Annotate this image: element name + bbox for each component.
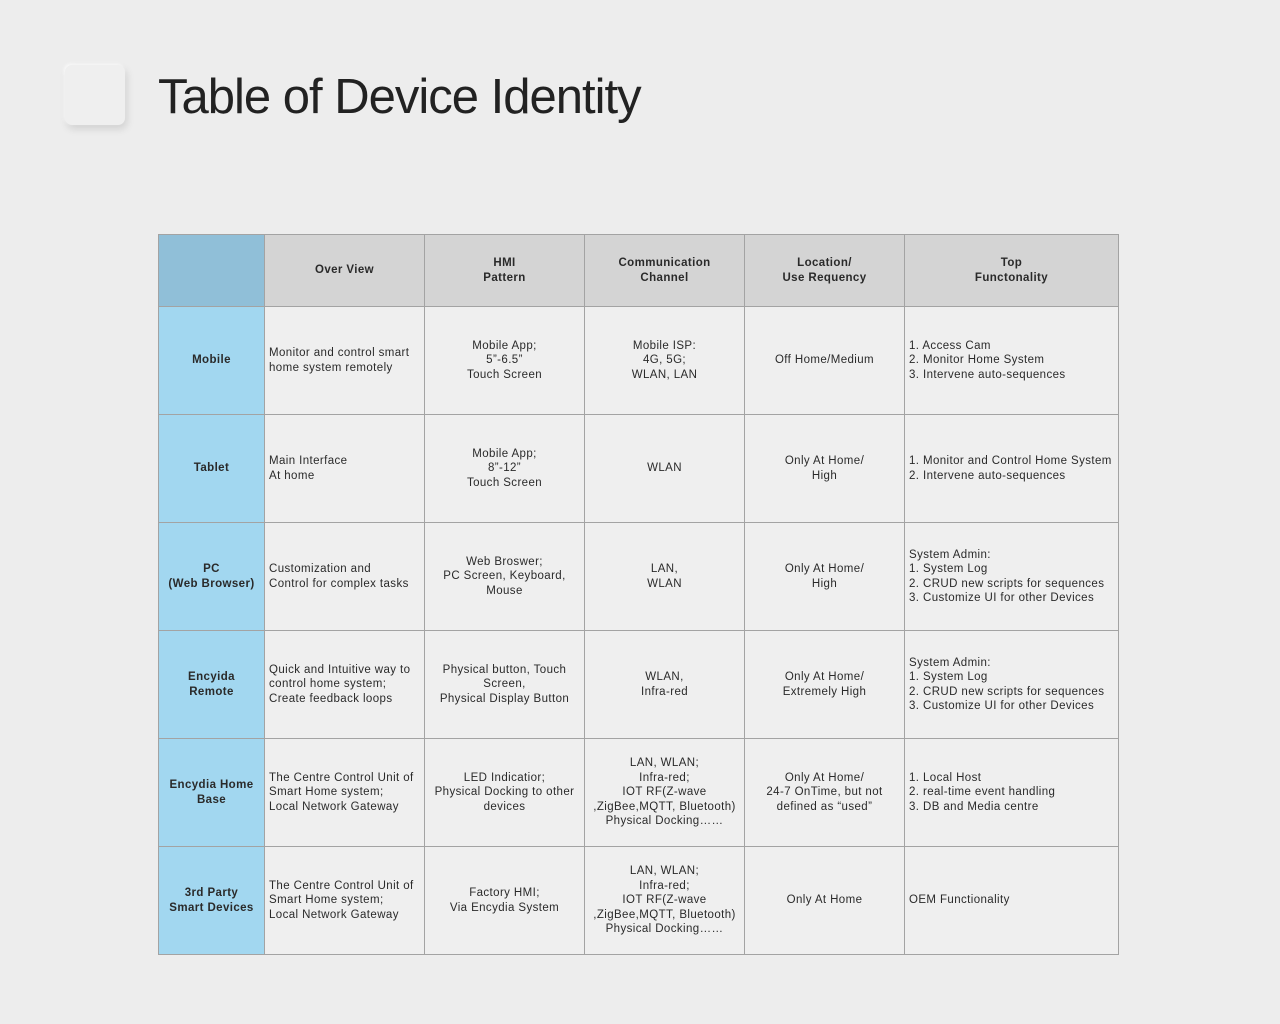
hmi-cell: Web Broswer; PC Screen, Keyboard, Mouse <box>424 522 585 631</box>
channel-cell: WLAN, Infra-red <box>584 630 745 739</box>
table-row: 3rd Party Smart Devices The Centre Contr… <box>158 846 1119 955</box>
header-hmi-pattern: HMI Pattern <box>424 234 585 307</box>
location-cell: Only At Home/ 24-7 OnTime, but not defin… <box>744 738 905 847</box>
channel-cell: LAN, WLAN; Infra-red; IOT RF(Z-wave ,Zig… <box>584 738 745 847</box>
functionality-cell: System Admin: 1. System Log 2. CRUD new … <box>904 630 1119 739</box>
functionality-cell: System Admin: 1. System Log 2. CRUD new … <box>904 522 1119 631</box>
location-cell: Only At Home/ Extremely High <box>744 630 905 739</box>
location-cell: Only At Home/ High <box>744 522 905 631</box>
device-identity-table: Over View HMI Pattern Communication Chan… <box>158 234 1119 955</box>
overview-cell: Monitor and control smart home system re… <box>264 306 425 415</box>
table-row: PC (Web Browser) Customization and Contr… <box>158 522 1119 631</box>
hmi-cell: Mobile App; 8”-12” Touch Screen <box>424 414 585 523</box>
hmi-cell: Mobile App; 5”-6.5” Touch Screen <box>424 306 585 415</box>
channel-cell: LAN, WLAN <box>584 522 745 631</box>
channel-cell: Mobile ISP: 4G, 5G; WLAN, LAN <box>584 306 745 415</box>
location-cell: Only At Home <box>744 846 905 955</box>
functionality-cell: 1. Monitor and Control Home System 2. In… <box>904 414 1119 523</box>
hmi-cell: LED Indicatior; Physical Docking to othe… <box>424 738 585 847</box>
table-row: Encydia Home Base The Centre Control Uni… <box>158 738 1119 847</box>
channel-cell: WLAN <box>584 414 745 523</box>
device-name-cell: PC (Web Browser) <box>158 522 265 631</box>
hmi-cell: Factory HMI; Via Encydia System <box>424 846 585 955</box>
table-row: Tablet Main Interface At home Mobile App… <box>158 414 1119 523</box>
header-overview: Over View <box>264 234 425 307</box>
functionality-cell: 1. Access Cam 2. Monitor Home System 3. … <box>904 306 1119 415</box>
table-row: Mobile Monitor and control smart home sy… <box>158 306 1119 415</box>
hmi-cell: Physical button, Touch Screen, Physical … <box>424 630 585 739</box>
channel-cell: LAN, WLAN; Infra-red; IOT RF(Z-wave ,Zig… <box>584 846 745 955</box>
page-title: Table of Device Identity <box>158 70 642 124</box>
device-name-cell: Encyida Remote <box>158 630 265 739</box>
functionality-cell: 1. Local Host 2. real-time event handlin… <box>904 738 1119 847</box>
device-name-cell: Mobile <box>158 306 265 415</box>
device-name-cell: 3rd Party Smart Devices <box>158 846 265 955</box>
device-name-cell: Encydia Home Base <box>158 738 265 847</box>
table-row: Encyida Remote Quick and Intuitive way t… <box>158 630 1119 739</box>
location-cell: Off Home/Medium <box>744 306 905 415</box>
header-top-functionality: Top Functonality <box>904 234 1119 307</box>
device-name-cell: Tablet <box>158 414 265 523</box>
overview-cell: Main Interface At home <box>264 414 425 523</box>
header-communication-channel: Communication Channel <box>584 234 745 307</box>
header-location-use-frequency: Location/ Use Requency <box>744 234 905 307</box>
header-corner-cell <box>158 234 265 307</box>
table-header-row: Over View HMI Pattern Communication Chan… <box>158 234 1119 307</box>
overview-cell: Customization and Control for complex ta… <box>264 522 425 631</box>
functionality-cell: OEM Functionality <box>904 846 1119 955</box>
overview-cell: The Centre Control Unit of Smart Home sy… <box>264 738 425 847</box>
overview-cell: Quick and Intuitive way to control home … <box>264 630 425 739</box>
app-logo-tile <box>65 65 125 125</box>
overview-cell: The Centre Control Unit of Smart Home sy… <box>264 846 425 955</box>
location-cell: Only At Home/ High <box>744 414 905 523</box>
